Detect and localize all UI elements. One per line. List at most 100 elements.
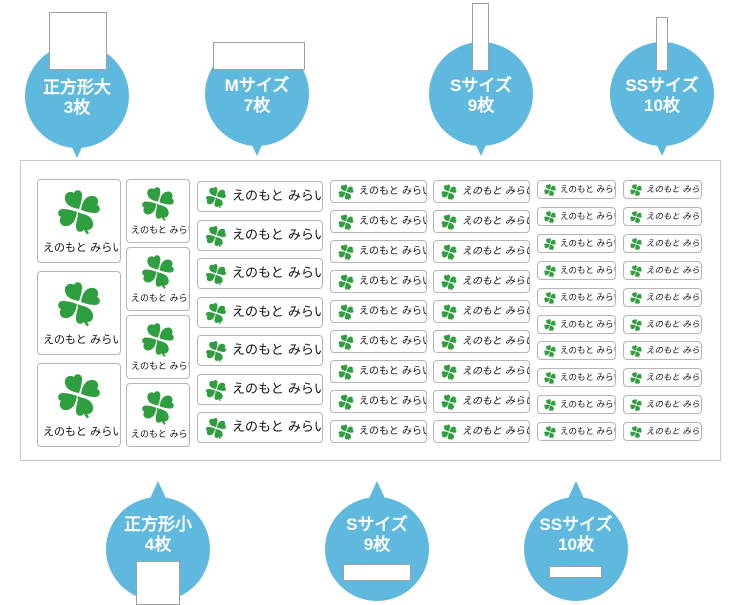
callout-title: Sサイズ — [450, 76, 512, 95]
name-text: えのもと みらい — [232, 189, 323, 204]
four-leaf-clover-icon — [204, 339, 228, 363]
callout-ss-size-bottom: SSサイズ 10枚 — [524, 481, 628, 601]
ss-size-label: えのもと みらい — [537, 422, 616, 442]
callout-title: SSサイズ — [625, 76, 699, 95]
name-text: えのもと みらい — [646, 373, 702, 384]
s-size-label: えのもと みらい — [433, 210, 530, 233]
four-leaf-clover-icon — [543, 237, 557, 251]
name-text: えのもと みらい — [462, 276, 530, 287]
s-size-label: えのもと みらい — [433, 360, 530, 383]
m-size-label: えのもと みらい — [197, 181, 323, 212]
four-leaf-clover-icon — [629, 210, 643, 224]
callout-count: 9枚 — [363, 535, 391, 554]
name-text: えのもと みらい — [359, 246, 427, 257]
ss-size-label: えのもと みらい — [623, 233, 702, 253]
four-leaf-clover-icon — [204, 262, 228, 286]
square-small-label: えのもと みらい — [126, 315, 190, 379]
name-text: えのもと みらい — [43, 425, 121, 438]
four-leaf-clover-icon — [543, 371, 557, 385]
ss-size-label: えのもと みらい — [623, 206, 702, 226]
name-text: えのもと みらい — [560, 400, 616, 411]
ss-size-label: えのもと みらい — [537, 180, 616, 199]
s-size-label: えのもと みらい — [433, 330, 530, 353]
four-leaf-clover-icon — [629, 237, 643, 251]
four-leaf-clover-icon — [54, 370, 104, 420]
name-text: えのもと みらい — [646, 211, 702, 222]
name-text: えのもと みらい — [560, 346, 616, 357]
s-size-label: えのもと みらい — [433, 180, 530, 203]
ss-size-label: えのもと みらい — [537, 368, 616, 388]
name-text: えのもと みらい — [131, 226, 189, 236]
callout-title: Sサイズ — [346, 515, 408, 534]
ss-size-label: えのもと みらい — [623, 287, 702, 307]
square-large-label: えのもと みらい — [37, 363, 121, 447]
s-size-label: えのもと みらい — [330, 240, 427, 263]
s-size-label: えのもと みらい — [330, 420, 427, 443]
name-text: えのもと みらい — [232, 304, 323, 320]
ss-size-label: えのもと みらい — [537, 287, 616, 307]
callout-count: 9枚 — [467, 96, 495, 115]
m-size-label: えのもと みらい — [197, 258, 323, 289]
name-text: えのもと みらい — [359, 186, 427, 197]
four-leaf-clover-icon — [204, 224, 228, 248]
four-leaf-clover-icon — [543, 344, 557, 358]
name-text: えのもと みらい — [462, 216, 530, 227]
name-text: えのもと みらい — [560, 319, 616, 330]
four-leaf-clover-icon — [543, 318, 557, 332]
s-size-label: えのもと みらい — [330, 390, 427, 413]
callout-count: 10枚 — [558, 535, 594, 554]
callout-count: 10枚 — [644, 96, 680, 115]
s-size-label: えのもと みらい — [433, 420, 530, 443]
four-leaf-clover-icon — [337, 363, 355, 381]
name-text: えのもと みらい — [359, 426, 427, 437]
four-leaf-clover-icon — [54, 186, 104, 236]
ss-size-label: えのもと みらい — [537, 260, 616, 280]
four-leaf-clover-icon — [204, 185, 228, 209]
four-leaf-clover-icon — [337, 183, 355, 201]
name-text: えのもと みらい — [646, 265, 702, 276]
size-sample-s-horizontal — [343, 564, 411, 581]
four-leaf-clover-icon — [629, 318, 643, 332]
name-text: えのもと みらい — [359, 276, 427, 287]
s-size-label: えのもと みらい — [433, 240, 530, 263]
four-leaf-clover-icon — [543, 398, 557, 412]
name-text: えのもと みらい — [462, 426, 530, 437]
name-text: えのもと みらい — [646, 400, 702, 411]
ss-size-label: えのもと みらい — [537, 233, 616, 253]
callout-count: 4枚 — [144, 535, 172, 554]
name-text: えのもと みらい — [232, 227, 323, 243]
square-small-label: えのもと みらい — [126, 383, 190, 447]
name-text: えのもと みらい — [560, 292, 616, 303]
four-leaf-clover-icon — [337, 303, 355, 321]
four-leaf-clover-icon — [440, 243, 458, 261]
m-size-label: えのもと みらい — [197, 373, 323, 405]
four-leaf-clover-icon — [54, 278, 104, 328]
four-leaf-clover-icon — [440, 423, 458, 441]
size-sample-square-large — [49, 12, 107, 70]
name-text: えのもと みらい — [462, 186, 530, 197]
size-sample-ss-horizontal — [549, 566, 602, 578]
s-size-label: えのもと みらい — [433, 270, 530, 293]
name-text: えのもと みらい — [462, 396, 530, 407]
ss-size-label: えのもと みらい — [537, 395, 616, 415]
name-text: えのもと みらい — [560, 238, 616, 249]
ss-size-label: えのもと みらい — [623, 341, 702, 361]
four-leaf-clover-icon — [139, 184, 177, 222]
four-leaf-clover-icon — [204, 416, 228, 440]
callout-s-size-bottom: Sサイズ 9枚 — [325, 481, 429, 601]
name-text: えのもと みらい — [462, 366, 530, 377]
name-text: えのもと みらい — [43, 333, 121, 346]
name-text: えのもと みらい — [131, 362, 189, 372]
name-text: えのもと みらい — [646, 427, 702, 438]
size-sample-m — [213, 42, 305, 70]
m-size-label: えのもと みらい — [197, 335, 323, 366]
name-text: えのもと みらい — [560, 185, 616, 195]
four-leaf-clover-icon — [629, 264, 643, 278]
name-text: えのもと みらい — [131, 430, 189, 440]
name-text: えのもと みらい — [646, 346, 702, 357]
name-text: えのもと みらい — [232, 420, 323, 435]
m-size-label: えのもと みらい — [197, 412, 323, 443]
name-text: えのもと みらい — [232, 381, 323, 397]
s-size-label: えのもと みらい — [330, 360, 427, 383]
four-leaf-clover-icon — [440, 303, 458, 321]
